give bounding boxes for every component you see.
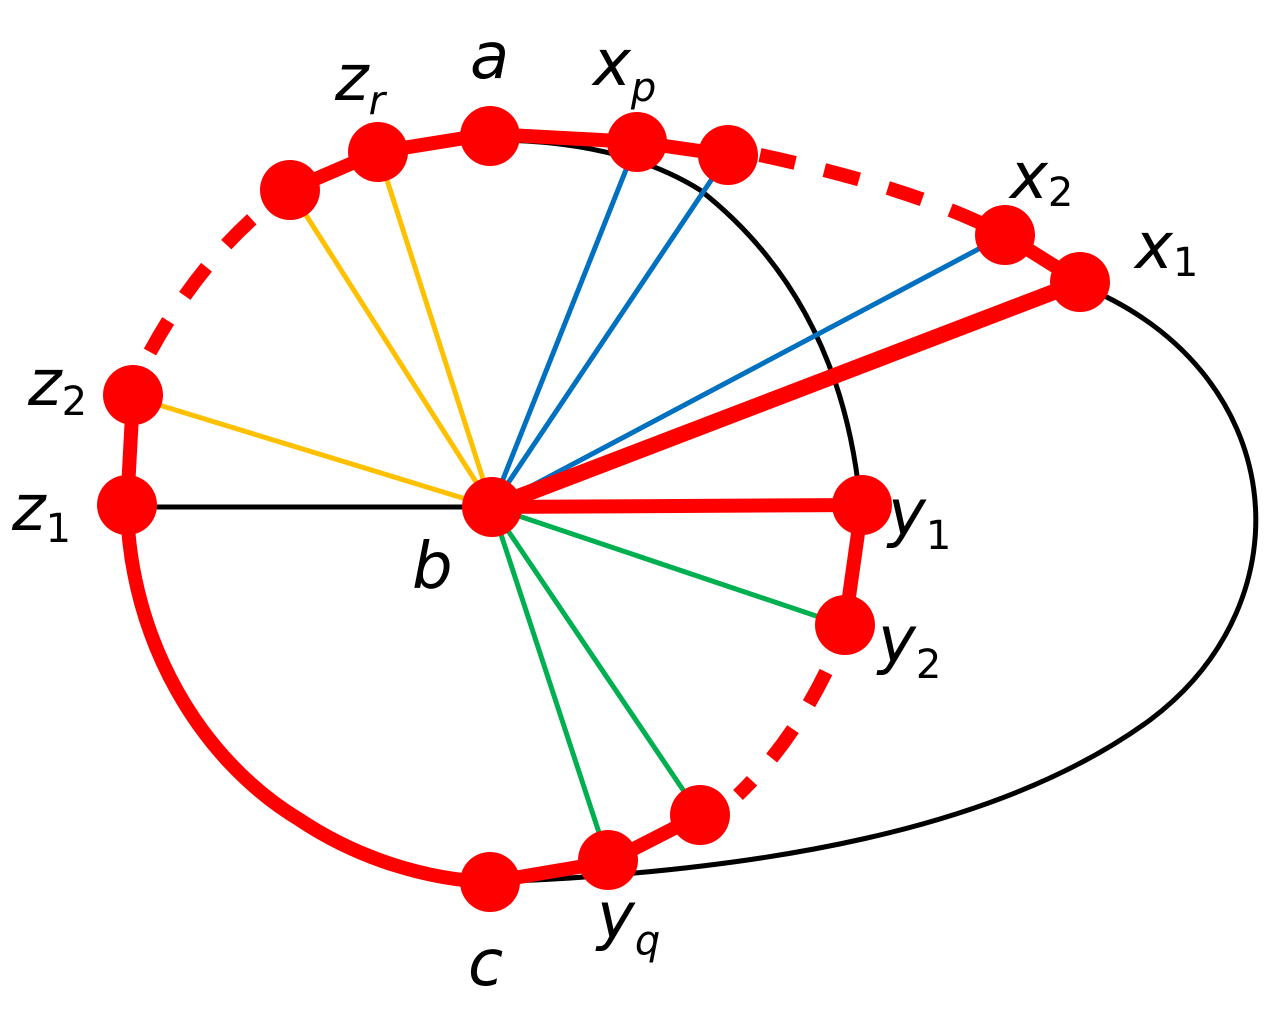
path-z1-c [120,506,491,889]
label-x2: x2 [1008,140,1073,216]
edge-b-x1 [489,274,1083,515]
edge-zr-b [375,151,495,508]
edge-yq-prev-b [489,505,703,817]
label-c: c [468,927,503,1001]
vertex-zr-prev [260,160,320,220]
vertex-b [462,477,522,537]
vertex-x2 [975,205,1035,265]
label-xp: xp [591,27,656,111]
label-a: a [470,20,509,94]
vertex-zr [348,122,408,182]
edge-xp-next-b [489,153,731,509]
dashed-xp-x2 [758,148,988,232]
label-x1: x1 [1133,210,1198,286]
edge-z2-b [132,394,493,510]
dashed-z2-zr [143,196,277,356]
label-b: b [412,530,453,604]
vertex-c [460,852,520,912]
vertex-y1 [832,475,892,535]
vertex-xp [607,112,667,172]
edge-yq-b [489,506,611,861]
vertex-z1 [97,475,157,535]
edge-b-y1 [491,498,863,514]
inner-black-arc [489,137,863,501]
label-zr: zr [334,42,388,124]
edge-zr-prev-b [287,188,495,509]
vertex-x1 [1050,252,1110,312]
label-z2: z2 [27,347,87,425]
vertex-yq-prev [670,785,730,845]
label-y2: y2 [876,604,941,688]
vertex-xp-next [698,125,758,185]
vertex-yq [578,830,638,890]
vertex-y2 [815,595,875,655]
edge-y2-b [491,504,844,628]
label-z1: z1 [11,472,71,552]
dashed-y2-yq [733,668,833,801]
outer-black-arc [489,282,1259,885]
vertex-a [460,106,520,166]
label-y1: y1 [886,477,951,559]
label-yq: yq [595,880,660,964]
vertex-z2 [103,365,163,425]
vertices [97,106,1110,912]
edge-xp-b [489,141,640,508]
edge-x2-b [490,232,1007,510]
